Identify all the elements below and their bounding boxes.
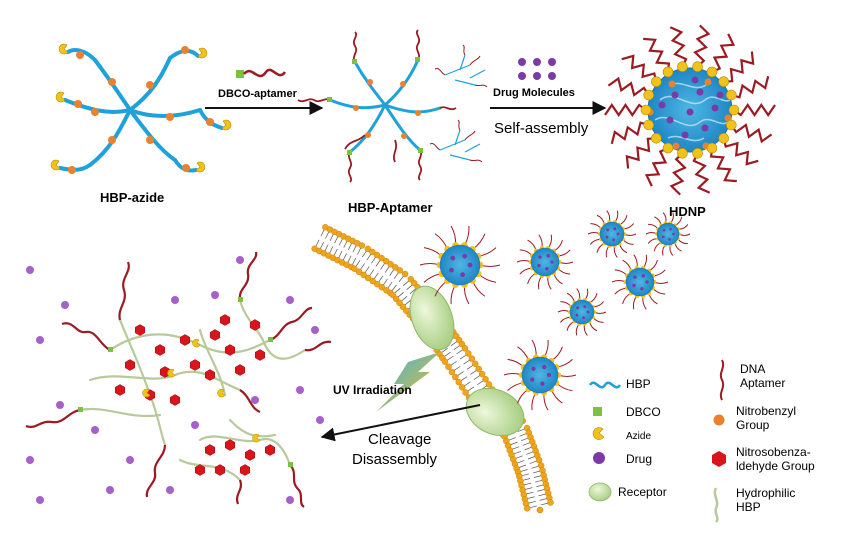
legend-hbp-label: HBP (626, 377, 651, 391)
cleavage-label: Cleavage (368, 431, 432, 448)
nitrobenzyl-legend-icon (713, 414, 725, 426)
hdnp-nanoparticle (604, 24, 776, 196)
nitrosobenzaldehyde-legend-icon (712, 451, 726, 467)
legend-dna-label: DNA (740, 362, 766, 376)
self-assembly-label: Self-assembly (494, 120, 589, 137)
receptor-legend-icon (588, 482, 612, 502)
legend-hydrophilic-label: Hydrophilic (736, 486, 796, 500)
aptamer-icon (243, 68, 287, 78)
dbco-aptamer-label: DBCO-aptamer (218, 88, 297, 100)
hbp-azide-polymer (50, 43, 232, 174)
legend-azide-label: Azide (626, 431, 652, 442)
hdnp-label: HDNP (669, 204, 706, 219)
legend-hydrophilic-hbp-label: HBP (736, 500, 761, 514)
legend (588, 359, 726, 523)
disassembly-label: Disassembly (352, 451, 438, 468)
receptor (409, 285, 455, 351)
uv-irradiation-label: UV Irradiation (333, 383, 412, 397)
hydrophilic-hbp-legend-icon (713, 487, 719, 523)
aptamer-legend-icon (719, 359, 725, 401)
hbp-aptamer-polymer (297, 29, 488, 183)
uv-lightning-icon (376, 352, 440, 412)
dbco-icon (236, 70, 244, 78)
hdnp-particles (419, 210, 691, 411)
legend-ldehyde-group-label: ldehyde Group (736, 459, 815, 473)
legend-receptor-label: Receptor (618, 485, 667, 499)
legend-drug-label: Drug (626, 452, 653, 466)
legend-dbco-label: DBCO (626, 405, 661, 419)
uv-irradiation-arrow (320, 352, 481, 442)
drug-molecules-label: Drug Molecules (493, 87, 575, 99)
dbco-legend-icon (593, 407, 602, 416)
drug-molecules-arrow (490, 58, 607, 115)
hbp-azide-label: HBP-azide (100, 190, 165, 205)
receptor (465, 387, 525, 437)
legend-nitrobenzyl-label: Nitrobenzyl (736, 404, 797, 418)
dbco-aptamer-arrow (205, 68, 324, 115)
legend-nitrosobenza-label: Nitrosobenza- (736, 445, 811, 459)
disassembled-polymer (25, 251, 332, 508)
hbp-aptamer-label: HBP-Aptamer (348, 200, 433, 215)
hbp-legend-icon (588, 381, 622, 389)
cell-membrane (311, 224, 554, 514)
legend-aptamer-label: Aptamer (740, 376, 786, 390)
legend-nitrobenzyl-group-label: Group (736, 418, 770, 432)
drug-legend-icon (593, 452, 605, 464)
azide-legend-icon (592, 427, 605, 440)
